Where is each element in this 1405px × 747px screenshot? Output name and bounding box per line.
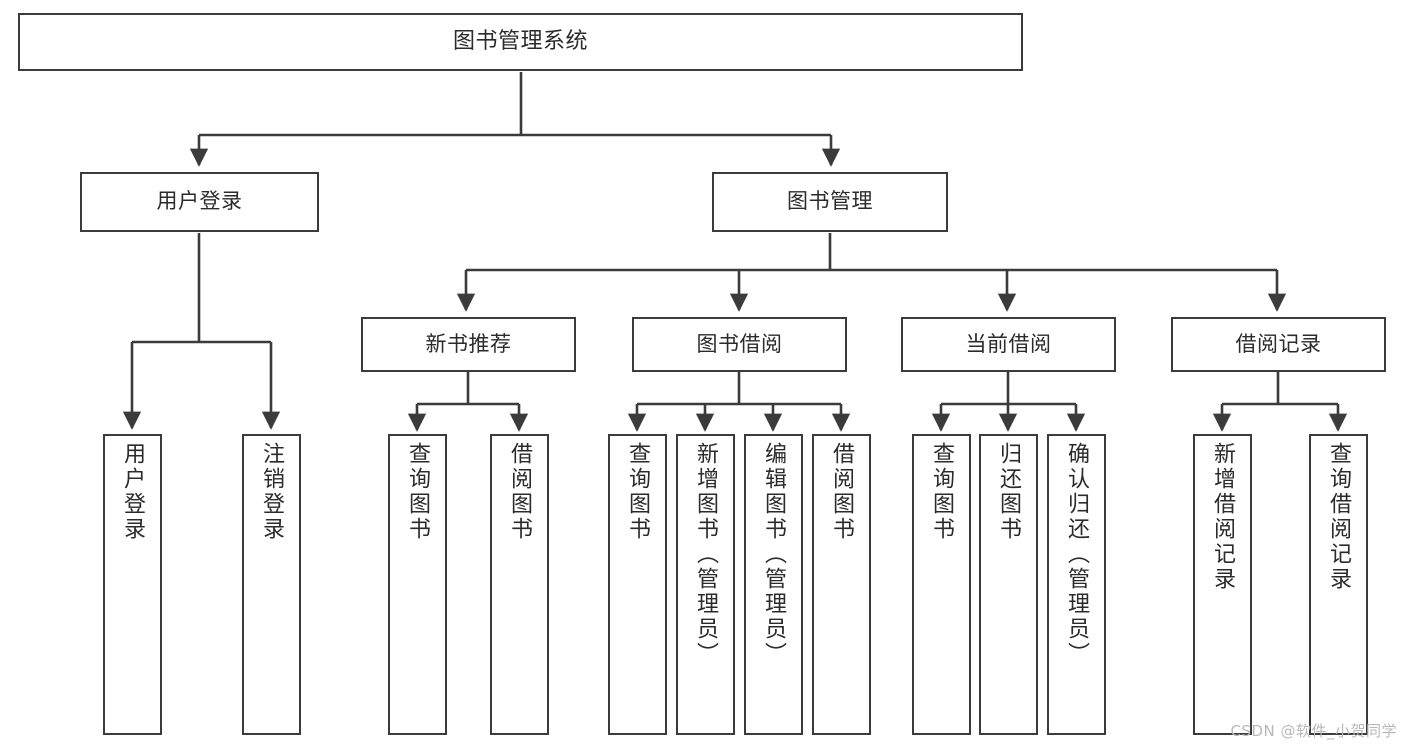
node-book-manage[interactable]: 图书管理 [712,172,948,232]
node-leaf-borrow-book-1-label: 借阅图书 [507,442,533,542]
node-new-book-recommend-label: 新书推荐 [425,331,512,356]
node-current-borrow[interactable]: 当前借阅 [901,317,1116,372]
node-leaf-user-login[interactable]: 用户登录 [103,434,162,735]
node-book-borrow-label: 图书借阅 [696,331,783,356]
node-borrow-record[interactable]: 借阅记录 [1171,317,1386,372]
node-leaf-query-book-2-label: 查询图书 [625,442,651,542]
node-leaf-add-record-label: 新增借阅记录 [1210,442,1236,592]
node-leaf-borrow-book-1[interactable]: 借阅图书 [490,434,549,735]
node-leaf-query-book-3[interactable]: 查询图书 [912,434,971,735]
node-leaf-borrow-book-2-label: 借阅图书 [829,442,855,542]
node-current-borrow-label: 当前借阅 [965,331,1052,356]
node-new-book-recommend[interactable]: 新书推荐 [361,317,576,372]
node-leaf-query-book-1-label: 查询图书 [405,442,431,542]
node-leaf-edit-book[interactable]: 编辑图书（管理员） [744,434,803,735]
node-leaf-edit-book-label: 编辑图书（管理员） [761,442,787,667]
node-leaf-add-book-label: 新增图书（管理员） [693,442,719,667]
node-root-label: 图书管理系统 [452,28,588,54]
node-leaf-logout[interactable]: 注销登录 [242,434,301,735]
node-book-borrow[interactable]: 图书借阅 [632,317,847,372]
node-leaf-confirm-return-label: 确认归还（管理员） [1064,442,1090,667]
node-leaf-add-record[interactable]: 新增借阅记录 [1193,434,1252,735]
node-leaf-return-book-label: 归还图书 [996,442,1022,542]
node-root[interactable]: 图书管理系统 [18,13,1023,71]
node-leaf-borrow-book-2[interactable]: 借阅图书 [812,434,871,735]
node-user-login[interactable]: 用户登录 [80,172,319,232]
node-leaf-query-book-2[interactable]: 查询图书 [608,434,667,735]
node-leaf-user-login-label: 用户登录 [120,442,146,542]
node-user-login-label: 用户登录 [156,189,243,214]
node-book-manage-label: 图书管理 [787,189,873,214]
node-leaf-query-record[interactable]: 查询借阅记录 [1309,434,1368,735]
node-leaf-confirm-return[interactable]: 确认归还（管理员） [1047,434,1106,735]
node-leaf-query-record-label: 查询借阅记录 [1326,442,1352,592]
node-leaf-logout-label: 注销登录 [259,442,285,542]
node-leaf-add-book[interactable]: 新增图书（管理员） [676,434,735,735]
node-leaf-query-book-3-label: 查询图书 [929,442,955,542]
node-borrow-record-label: 借阅记录 [1235,331,1322,356]
node-leaf-query-book-1[interactable]: 查询图书 [388,434,447,735]
node-leaf-return-book[interactable]: 归还图书 [979,434,1038,735]
